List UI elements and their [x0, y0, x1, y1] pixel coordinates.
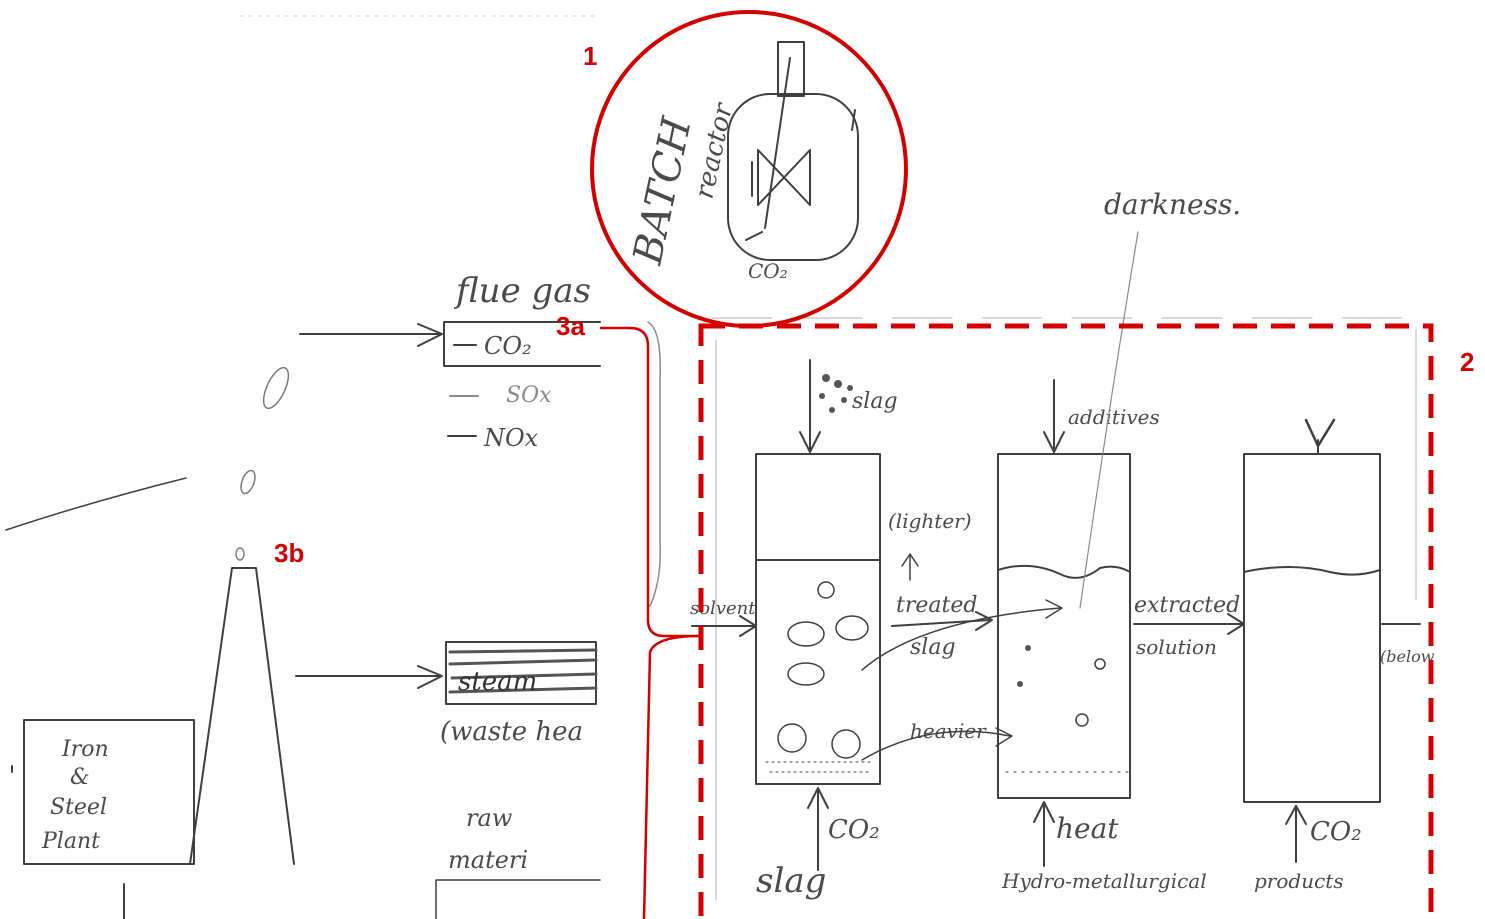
- waste-heat-label: (waste hea: [440, 717, 583, 747]
- bottom-slag-label: slag: [756, 861, 826, 901]
- additives-label: additives: [1068, 405, 1160, 429]
- plant-label-1: Iron: [61, 737, 109, 762]
- lighter-label: (lighter): [888, 509, 972, 533]
- column-3-co2: CO₂: [1310, 817, 1362, 847]
- treated-label: treated: [896, 593, 977, 618]
- plant-label-4: Plant: [41, 829, 100, 854]
- flue-gas-bracket: [600, 326, 701, 919]
- batch-co2-label: CO₂: [748, 259, 788, 283]
- batch-reactor-sketch: BATCH reactor CO₂: [625, 41, 859, 283]
- flue-gas-co2: CO₂: [484, 332, 532, 360]
- raw-label: raw: [466, 804, 513, 832]
- slag-input-label: slag: [852, 389, 898, 414]
- reactor-cap: [777, 41, 805, 97]
- marker-3a: 3a: [556, 311, 585, 341]
- process-highlight-box: [698, 323, 1434, 919]
- plant-box: [23, 719, 195, 865]
- reactor-label: reactor: [690, 99, 740, 201]
- darkness-annotation: darkness.: [1104, 188, 1241, 221]
- flue-gas-sox: SOx: [506, 383, 552, 408]
- marker-1: 1: [583, 41, 598, 71]
- batch-label: BATCH: [625, 112, 701, 269]
- stirrer-blades: [757, 149, 811, 206]
- heat-label: heat: [1056, 812, 1119, 845]
- column-3: [1243, 453, 1381, 803]
- materials-label: materi: [448, 846, 528, 874]
- solution-label: solution: [1136, 635, 1217, 659]
- reactor-vessel: [727, 93, 859, 261]
- marker-3b: 3b: [274, 538, 305, 568]
- plant-label-2: &: [70, 765, 90, 790]
- extracted-label: extracted: [1134, 593, 1240, 618]
- left-sketch: flue gas CO₂ SOx NOx Iron & Steel Plant …: [5, 271, 662, 919]
- column-1: [755, 453, 881, 785]
- bottom-products-label: products: [1254, 869, 1344, 893]
- below-label: (below: [1380, 647, 1435, 666]
- bottom-hydro-label: Hydro-metallurgical: [1001, 869, 1207, 893]
- annotation-overlay: [590, 10, 1434, 919]
- flue-gas-title: flue gas: [453, 271, 591, 311]
- steam-label: steam: [458, 667, 537, 697]
- treated-slag-label: slag: [910, 635, 956, 660]
- process-sketch: slag CO₂ solvent (lighter) treated slag …: [690, 188, 1435, 901]
- marker-2: 2: [1460, 347, 1475, 377]
- solvent-label: solvent: [690, 598, 756, 619]
- column-1-co2: CO₂: [828, 815, 880, 845]
- flue-gas-nox: NOx: [483, 424, 539, 452]
- plant-label-3: Steel: [50, 795, 107, 820]
- column-2: [997, 453, 1131, 799]
